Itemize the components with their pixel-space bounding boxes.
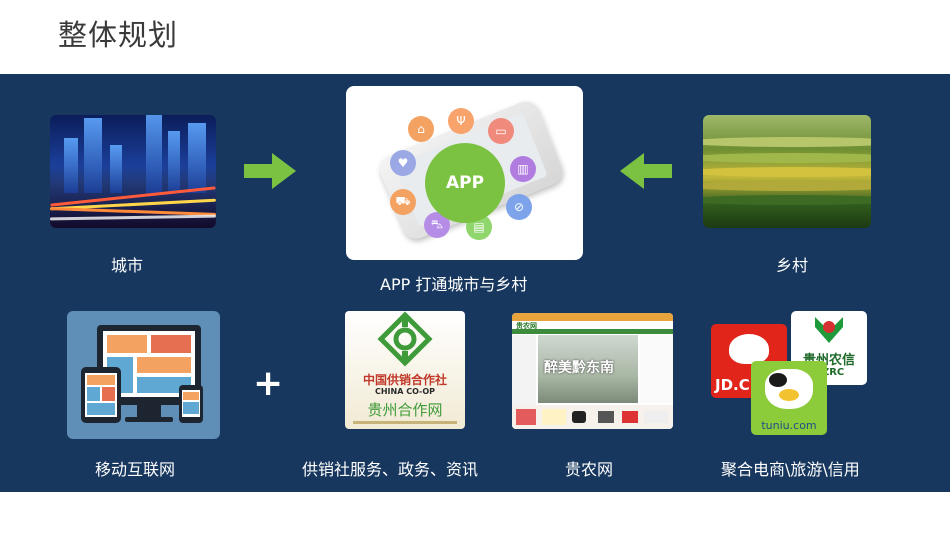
plus-sign: +: [253, 363, 284, 404]
home-icon: ⌂: [408, 116, 434, 142]
guinongwang-image: 贵农网 醉美黔东南: [512, 313, 673, 429]
food-icon: Ψ: [448, 108, 474, 134]
mobile-internet-label: 移动互联网: [95, 460, 176, 479]
tuniu-logo: tuniu.com: [751, 361, 827, 435]
jd-dog-icon: [729, 334, 769, 364]
gzrc-emblem-icon: [815, 317, 843, 343]
gzrc-logo-en: GZRC: [813, 367, 845, 378]
app-caption: APP 打通城市与乡村: [380, 275, 528, 294]
tuniu-cow-icon: [765, 369, 813, 409]
guinongwang-label: 贵农网: [565, 460, 614, 479]
coop-logo-gz: 贵州合作网: [367, 401, 443, 419]
village-image: [703, 115, 871, 228]
page-title: 整体规划: [58, 18, 179, 52]
coop-services-label: 供销社服务、政务、资讯: [302, 460, 479, 479]
tuniu-logo-text: tuniu.com: [761, 419, 817, 432]
app-illustration: ⌂ Ψ ▭ ♥ ▥ ⛟ ⊘ ⛍ ▤ APP: [346, 86, 583, 260]
gnw-site-name: 贵农网: [516, 322, 537, 330]
city-image: [50, 115, 216, 228]
ecommerce-label: 聚合电商\旅游\信用: [721, 460, 860, 479]
app-circle: APP: [425, 143, 505, 223]
city-label: 城市: [111, 256, 144, 275]
heart-icon: ♥: [390, 150, 416, 176]
china-coop-image: 中国供销合作社 CHINA CO-OP 贵州合作网: [345, 311, 465, 429]
gnw-banner-text: 醉美黔东南: [544, 360, 614, 376]
arrow-left-icon: [620, 153, 672, 189]
coop-logo-cn: 中国供销合作社: [362, 373, 447, 387]
building-icon: ▥: [510, 156, 536, 182]
jd-logo-text: JD.C: [715, 376, 750, 394]
compass-icon: ⊘: [506, 194, 532, 220]
partner-logos: JD.C 贵州农信 GZRC tuniu.com: [711, 311, 871, 435]
bus-icon: ▭: [488, 118, 514, 144]
village-label: 乡村: [776, 256, 809, 275]
china-coop-logo-icon: [377, 311, 433, 367]
mobile-devices-image: [67, 311, 220, 439]
cart-icon: ⛟: [390, 189, 416, 215]
coop-logo-en: CHINA CO-OP: [374, 387, 436, 396]
arrow-right-icon: [244, 153, 296, 189]
